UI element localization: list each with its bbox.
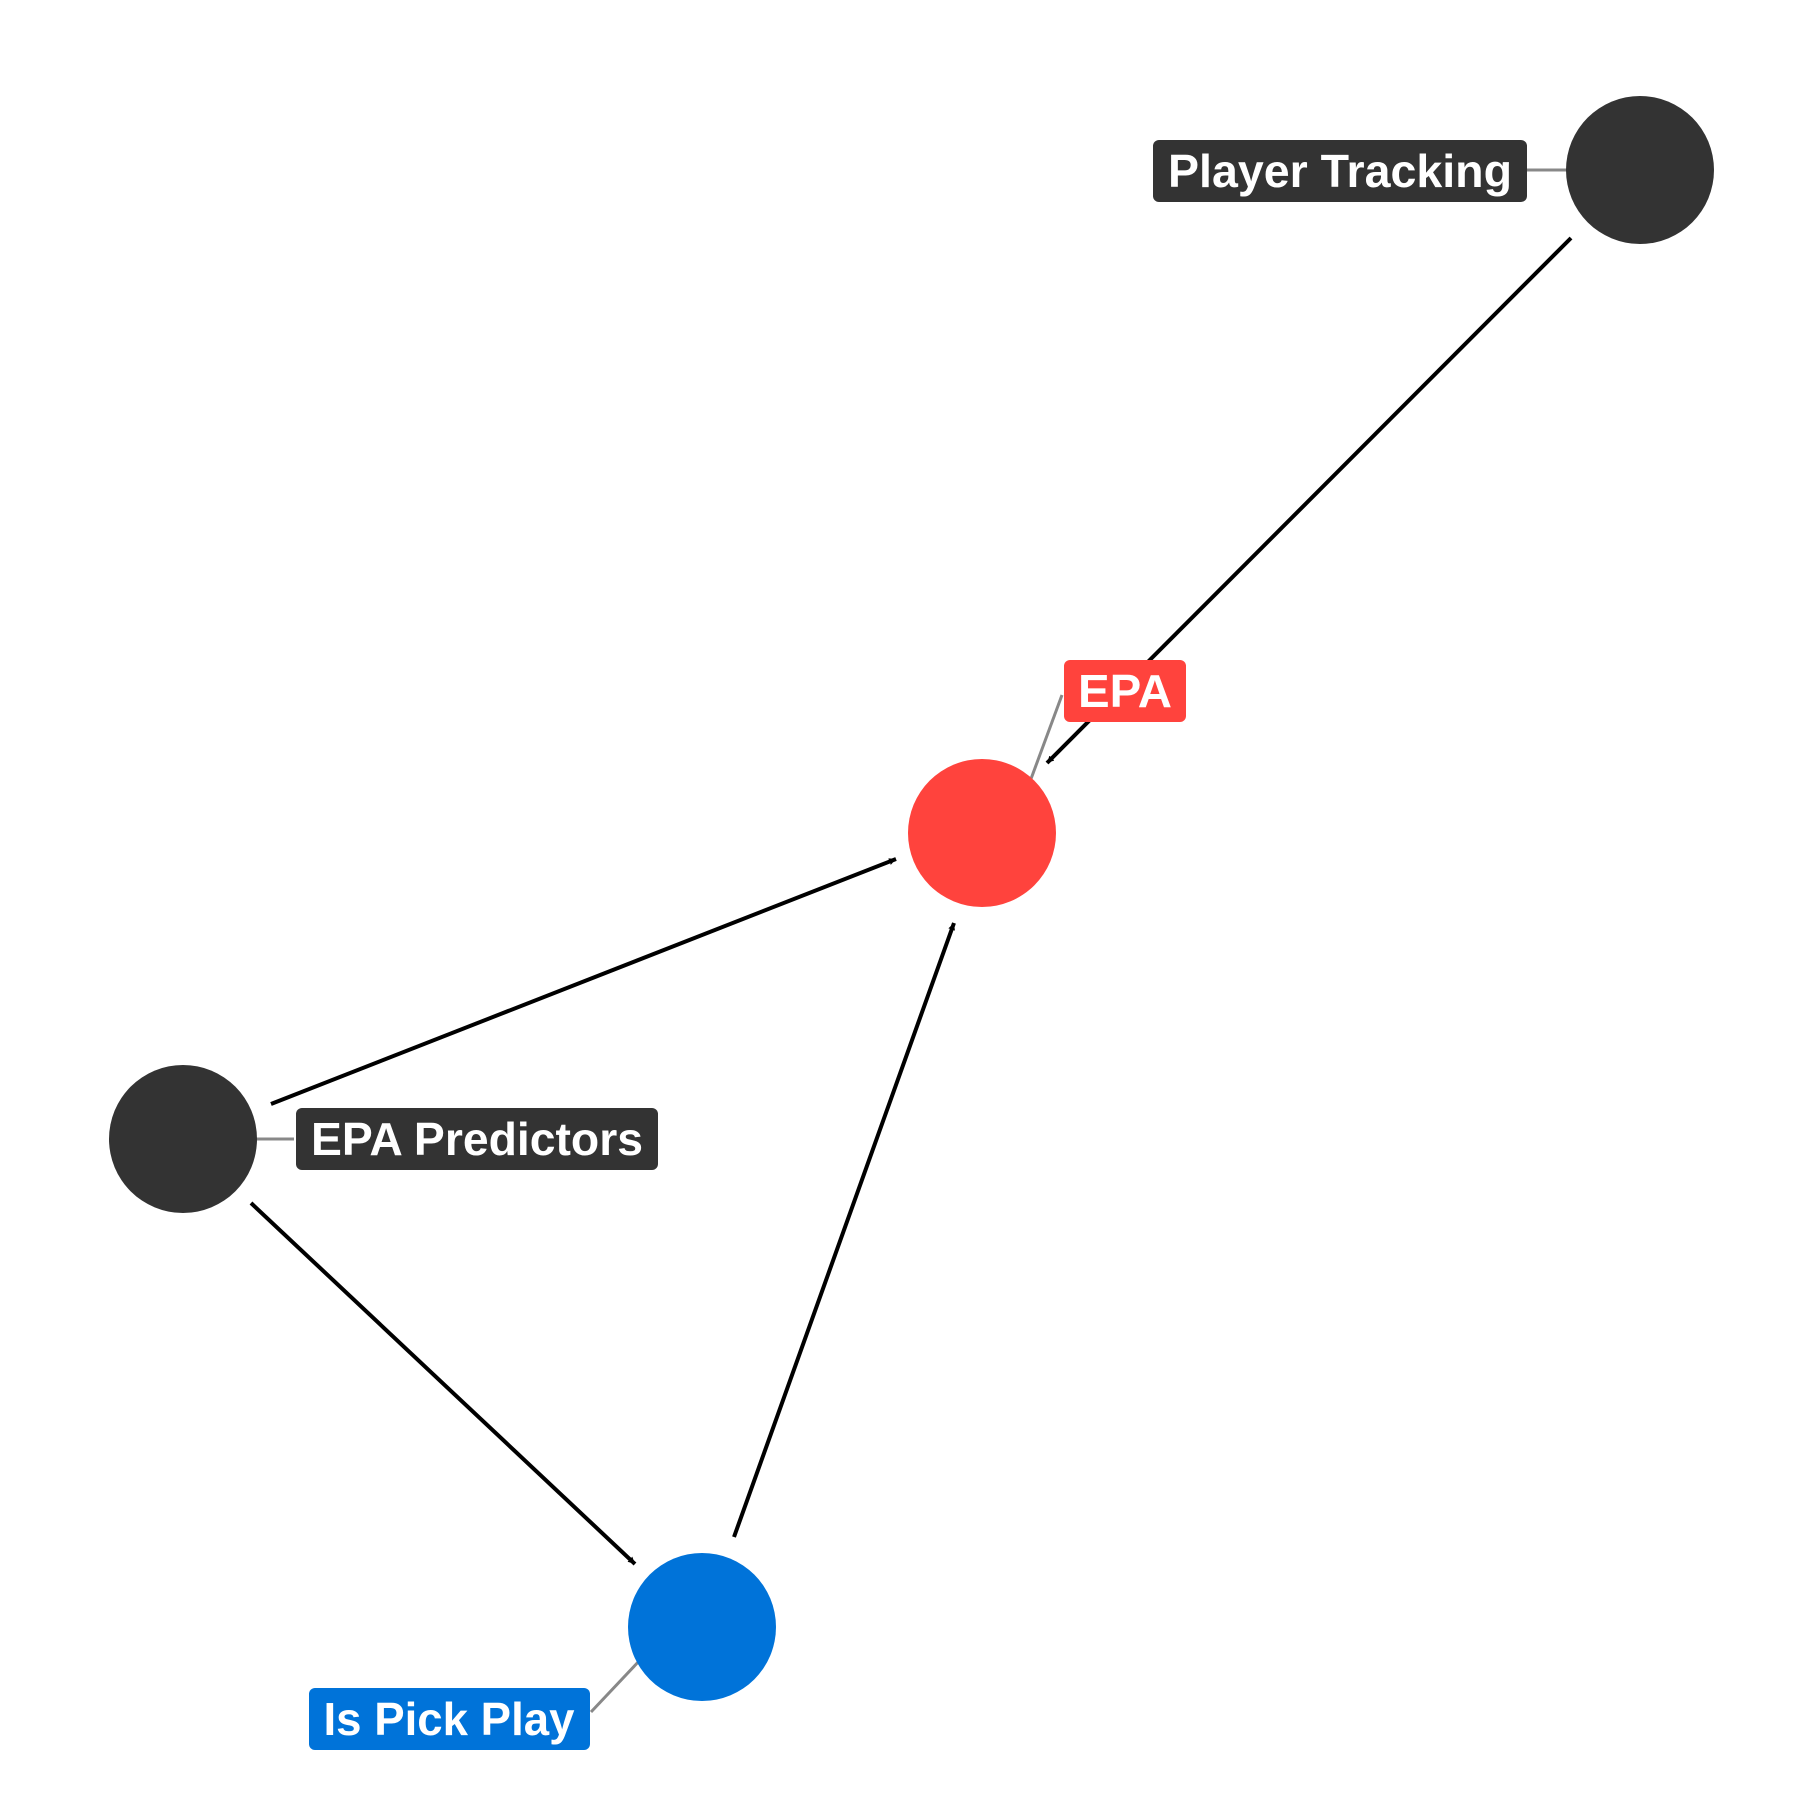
label-player-tracking: Player Tracking [1153, 140, 1527, 202]
node-layer [109, 96, 1714, 1701]
label-epa-predictors: EPA Predictors [296, 1108, 658, 1170]
node-is-pick-play [628, 1553, 776, 1701]
label-box-epa [1064, 660, 1186, 722]
edge-epa-predictors-to-is-pick-play [249, 1201, 637, 1566]
label-text-epa: EPA [1078, 665, 1172, 717]
node-epa [908, 759, 1056, 907]
leader-epa [1026, 694, 1064, 788]
edge-is-pick-play-to-epa [732, 922, 956, 1538]
label-text-player-tracking: Player Tracking [1168, 145, 1512, 197]
label-box-epa-predictors [296, 1108, 658, 1170]
label-text-epa-predictors: EPA Predictors [311, 1113, 643, 1165]
leader-layer [228, 168, 1595, 1714]
label-box-is-pick-play [309, 1688, 590, 1750]
label-text-is-pick-play: Is Pick Play [324, 1693, 575, 1745]
label-box-player-tracking [1153, 140, 1527, 202]
label-epa: EPA [1064, 660, 1186, 722]
edge-epa-predictors-to-epa [270, 857, 897, 1106]
node-player-tracking [1566, 96, 1714, 244]
label-layer: Player Tracking EPA EPA Predictors Is Pi… [296, 140, 1527, 1750]
edge-layer [249, 236, 1573, 1566]
label-is-pick-play: Is Pick Play [309, 1688, 590, 1750]
node-epa-predictors [109, 1065, 257, 1213]
